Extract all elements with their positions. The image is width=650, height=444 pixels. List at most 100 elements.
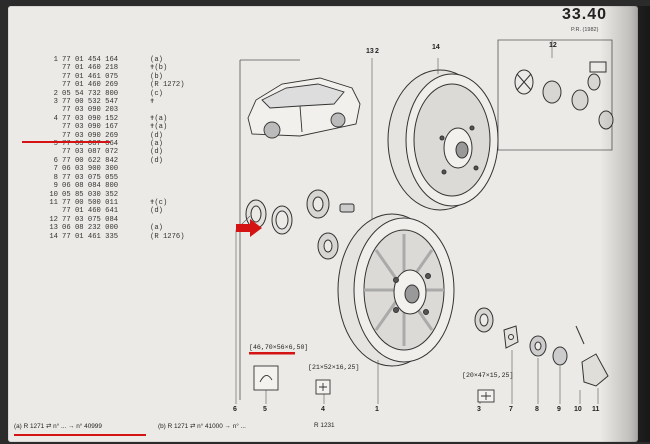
- part-note: (c): [150, 89, 163, 98]
- callout-12: 12: [549, 42, 557, 49]
- part-reference: 77 03 075 055: [62, 173, 119, 182]
- part-reference: 77 01 454 164: [62, 56, 119, 64]
- part-reference: 77 00 532 547: [62, 98, 119, 107]
- part-note: (R 1276): [150, 232, 185, 241]
- parts-list-row: 77 01 460 218 ✝(b): [40, 64, 185, 72]
- parts-list-row: 77 03 090 167 ✝(a): [40, 123, 185, 131]
- callout-5: 5: [263, 406, 267, 413]
- part-number: 11: [49, 198, 58, 207]
- highlight-underline-footer: [14, 434, 146, 436]
- part-reference: 77 00 500 011: [62, 198, 119, 207]
- highlight-underline-part-5: [22, 141, 110, 143]
- part-reference: 06 08 084 800: [62, 182, 119, 191]
- part-reference: 77 01 461 335: [62, 232, 119, 241]
- dimension-bearing-inner: [21×52×16,25]: [308, 364, 360, 371]
- brake-drum-upper: [387, 69, 499, 211]
- parts-list-row: 2 05 54 732 800 (c): [40, 90, 185, 98]
- parts-list-row: 77 01 460 269 (R 1272): [40, 81, 185, 89]
- bearing-lower: [317, 232, 339, 260]
- seal-ring-5: [271, 205, 293, 235]
- split-pin-10: [575, 325, 585, 345]
- part-reference: 05 54 732 800: [62, 89, 119, 98]
- callout-8: 8: [535, 406, 539, 413]
- callout-6: 6: [233, 406, 237, 413]
- part-note: ✝(a): [150, 123, 168, 132]
- highlight-underline-dimension: [249, 352, 295, 355]
- part-number: 8: [53, 173, 58, 182]
- kit-inset-frame: [497, 39, 613, 151]
- part-reference: 05 85 030 352: [62, 190, 119, 199]
- callout-2: 2: [375, 48, 379, 55]
- part-reference: 77 03 087 064: [62, 140, 119, 149]
- castellated-ring-9: [552, 346, 568, 366]
- callout-9: 9: [557, 406, 561, 413]
- part-number: 9: [53, 182, 58, 191]
- part-note: (R 1272): [150, 81, 185, 90]
- part-note: (b): [150, 72, 163, 81]
- grease-cap-11: [581, 353, 609, 387]
- part-reference: 06 08 232 000: [62, 224, 119, 233]
- part-note: (a): [150, 56, 163, 64]
- car-sketch: [247, 77, 361, 139]
- callout-3: 3: [477, 406, 481, 413]
- section-sub: P.R. (1982): [571, 27, 599, 33]
- part-reference: 77 01 460 269: [62, 81, 119, 90]
- part-reference: 77 01 460 641: [62, 207, 119, 216]
- callout-14: 14: [432, 44, 440, 51]
- callout-10: 10: [574, 406, 582, 413]
- part-reference: 77 03 090 269: [62, 131, 119, 140]
- part-note: ✝(c): [150, 198, 168, 207]
- part-reference: 77 01 460 218: [62, 64, 119, 73]
- parts-list-row: 13 06 08 232 000 (a): [40, 224, 185, 232]
- part-number: 6: [53, 156, 58, 165]
- bearing-kit-inset: [514, 61, 614, 130]
- parts-list-row: 11 77 00 500 011 ✝(c): [40, 199, 185, 207]
- callout-13: 13: [366, 48, 374, 55]
- callout-4: 4: [321, 406, 325, 413]
- parts-list-row: 9 06 08 084 800: [40, 182, 185, 190]
- part-number: 7: [53, 165, 58, 174]
- part-number: 10: [49, 190, 58, 199]
- dimension-bearing-outer: [20×47×15,25]: [462, 372, 514, 379]
- callout-7: 7: [509, 406, 513, 413]
- parts-list-row: 77 03 090 203: [40, 106, 185, 114]
- footer-bar: (a) R 1271 ⇄ n° ... → n° 40999 (b) R 127…: [8, 418, 608, 436]
- brake-drum-lower: [337, 213, 455, 367]
- washer-7: [503, 325, 519, 349]
- part-number: 4: [53, 114, 58, 123]
- nut-8: [529, 335, 547, 357]
- bearing-upper: [306, 189, 330, 219]
- parts-list-row: 77 01 461 075 (b): [40, 73, 185, 81]
- part-number: 12: [49, 215, 58, 224]
- bearing-3: [474, 307, 494, 333]
- part-note: (a): [150, 224, 163, 233]
- part-number: 13: [49, 224, 58, 233]
- part-reference: 77 03 087 072: [62, 148, 119, 157]
- part-reference: 77 03 090 167: [62, 123, 119, 132]
- parts-list-row: 1 77 01 454 164 (a): [40, 56, 185, 64]
- part-reference: 77 03 090 203: [62, 106, 119, 115]
- parts-list-row: 77 03 090 269 (d): [40, 132, 185, 140]
- symbol-box-4: [315, 379, 331, 395]
- part-note: ✝(a): [150, 114, 168, 123]
- part-number: 3: [53, 98, 58, 107]
- part-note: (d): [150, 148, 163, 157]
- dimension-seal: [46,70×56×6,50]: [249, 344, 309, 351]
- footer-middle: (b) R 1271 ⇄ n° 41000 → n° ...: [158, 423, 246, 430]
- part-reference: 77 03 075 084: [62, 215, 119, 224]
- part-number: 1: [53, 56, 58, 64]
- parts-list-row: 12 77 03 075 084: [40, 216, 185, 224]
- part-number: 2: [53, 89, 58, 98]
- part-reference: 77 01 461 075: [62, 72, 119, 81]
- part-note: ✝(b): [150, 64, 168, 73]
- parts-list-row: 8 77 03 075 055: [40, 174, 185, 182]
- part-note: (d): [150, 131, 163, 140]
